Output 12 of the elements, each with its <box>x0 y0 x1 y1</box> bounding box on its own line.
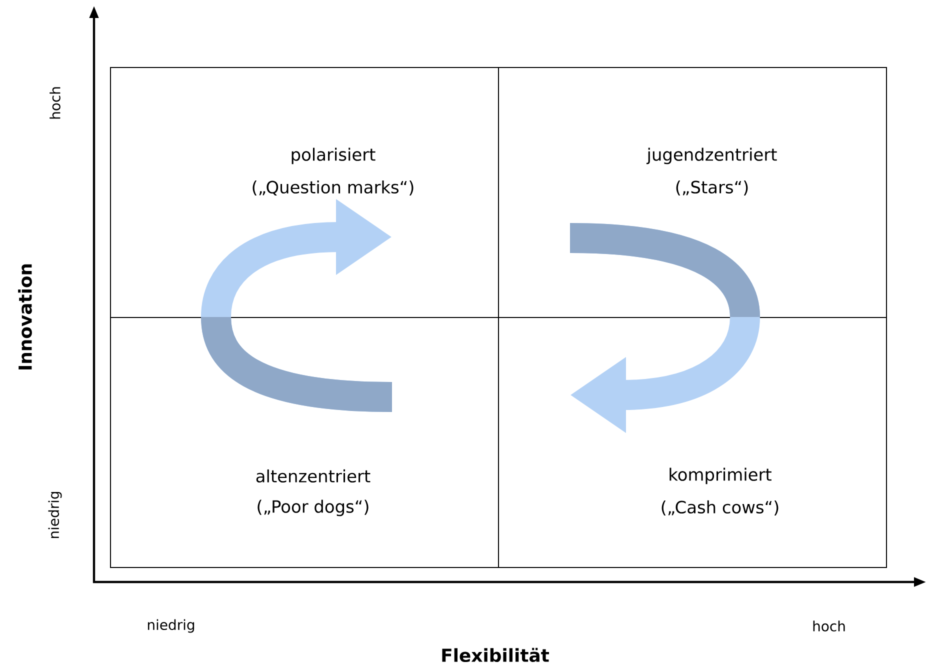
quadrant-box: jugendzentriert („Stars“) <box>498 67 887 318</box>
axis-tick-label: hoch <box>813 620 845 632</box>
axis-tick-label: niedrig <box>48 492 62 538</box>
quadrant-box: polarisiert („Question marks“) <box>110 67 499 318</box>
axis-title: Flexibilität <box>442 648 549 662</box>
quadrant-box: altenzentriert („Poor dogs“) <box>110 317 499 568</box>
axis-tick-label: niedrig <box>148 619 194 633</box>
curved-arrow <box>201 198 392 412</box>
axis-title: Innovation <box>18 264 32 370</box>
axis-tick-label: hoch <box>50 87 60 119</box>
curved-arrow <box>570 223 760 434</box>
quadrant-box: komprimiert („Cash cows“) <box>498 317 887 568</box>
